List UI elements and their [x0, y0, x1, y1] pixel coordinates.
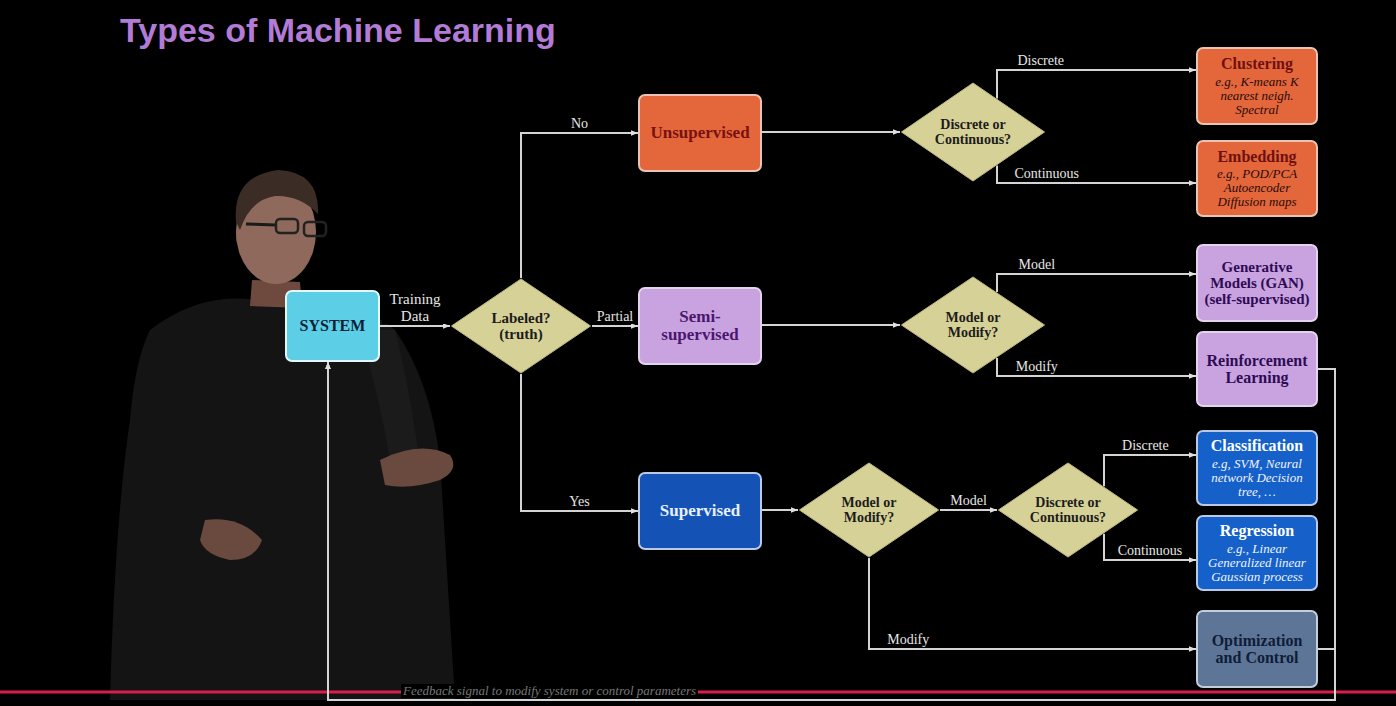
node-label: Discrete or Continuous?	[1024, 495, 1112, 525]
node-label: Unsupervised	[650, 124, 749, 142]
edge-label: Continuous	[1116, 543, 1185, 558]
decision-diamond: Labeled? (truth)	[450, 278, 592, 374]
method-box: Regression e.g., Linear Generalized linea…	[1196, 515, 1318, 591]
node-label: Model or Modify?	[825, 495, 913, 525]
connector	[997, 358, 1196, 376]
node-label: Classification	[1211, 437, 1303, 454]
edge-label: No	[569, 116, 590, 131]
method-box: Classification e.g, SVM, Neural network D…	[1196, 430, 1318, 506]
edge-label: Discrete	[1015, 53, 1066, 68]
edge-label: Training Data	[382, 291, 448, 324]
diamond-shape	[451, 279, 590, 373]
node-label: SYSTEM	[300, 317, 366, 334]
node-label: Semi-supervised	[650, 308, 750, 345]
edge-label: Yes	[567, 494, 591, 509]
diamond-shape	[799, 463, 938, 557]
node-label: Optimization and Control	[1203, 632, 1311, 667]
method-box: Embedding e.g., POD/PCA Autoencoder Diffu…	[1196, 140, 1318, 217]
category-box: Semi-supervised	[638, 287, 762, 365]
node-label: Model or Modify?	[928, 310, 1019, 340]
edge-label: Partial	[595, 309, 636, 324]
example-list: e.g., POD/PCA Autoencoder Diffusion maps	[1203, 167, 1311, 209]
example-list: e.g, SVM, Neural network Decision tree, …	[1203, 457, 1311, 499]
connector	[997, 166, 1196, 183]
edge-label: Discrete	[1120, 438, 1171, 453]
connector	[1104, 534, 1196, 560]
feedback-label: Feedback signal to modify system or cont…	[401, 684, 698, 698]
presenter-body	[110, 299, 455, 700]
edge-label: Modify	[885, 632, 931, 647]
connector	[762, 131, 900, 133]
presenter-glasses	[276, 219, 298, 233]
connector	[1104, 455, 1196, 486]
category-box: Unsupervised	[638, 94, 762, 172]
edge-label: Modify	[1014, 359, 1060, 374]
method-box: Reinforcement Learning	[1196, 331, 1318, 407]
connector	[762, 509, 798, 511]
system-box: SYSTEM	[285, 290, 380, 362]
presenter-hand	[200, 519, 262, 560]
example-list: e.g., K-means K nearest neigh. Spectral	[1203, 75, 1311, 117]
presenter-glasses-arm	[246, 224, 276, 225]
example-list: e.g., Linear Generalized linear Gaussian…	[1203, 542, 1311, 584]
node-label: Clustering	[1221, 55, 1293, 72]
category-box: Supervised	[638, 472, 762, 550]
connector	[869, 558, 1196, 649]
connector	[940, 509, 997, 511]
connector	[380, 325, 450, 327]
connector	[592, 325, 638, 327]
method-box: Generative Models (GAN) (self-supervised…	[1196, 244, 1318, 322]
presenter-glasses	[304, 222, 326, 236]
connector	[997, 70, 1196, 98]
edge-label: Model	[948, 493, 989, 508]
node-label: Discrete or Continuous?	[928, 117, 1019, 147]
edge-label: Model	[1017, 257, 1058, 272]
node-label: Supervised	[660, 502, 740, 520]
edge-label: Continuous	[1012, 166, 1081, 181]
decision-diamond: Model or Modify?	[798, 462, 940, 558]
node-label: Generative Models (GAN) (self-supervised…	[1203, 259, 1311, 308]
title: Types of Machine Learning	[120, 11, 556, 50]
presenter-hand	[380, 449, 453, 487]
connector	[328, 362, 1335, 700]
connector	[762, 324, 900, 326]
connector	[521, 133, 638, 278]
node-label: Labeled? (truth)	[477, 310, 565, 342]
node-label: Embedding	[1217, 148, 1296, 165]
node-label: Regression	[1220, 522, 1294, 539]
connector	[328, 362, 1335, 700]
method-box: Optimization and Control	[1196, 610, 1318, 688]
connector	[997, 274, 1196, 292]
node-label: Reinforcement Learning	[1203, 352, 1311, 387]
connector	[521, 374, 638, 511]
method-box: Clustering e.g., K-means K nearest neigh.…	[1196, 47, 1318, 125]
